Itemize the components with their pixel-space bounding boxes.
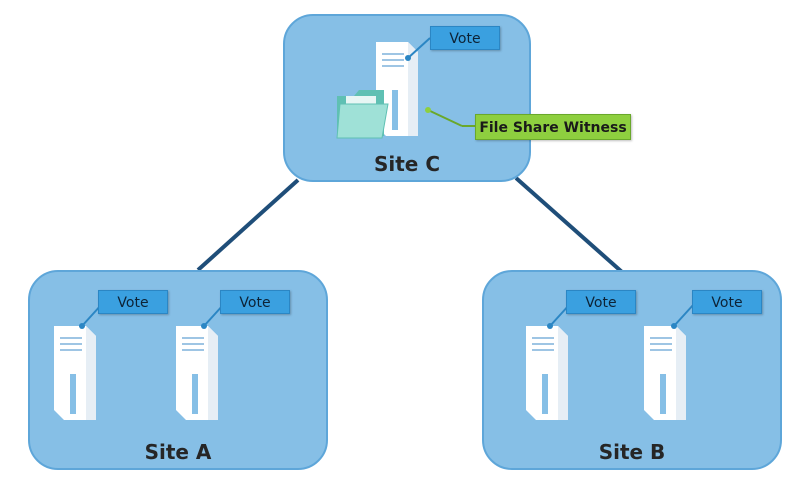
vote-badge-site-b-1: Vote: [566, 290, 636, 314]
server-icon: [644, 326, 686, 420]
vote-badge-site-c: Vote: [430, 26, 500, 50]
server-icon: [54, 326, 96, 420]
vote-badge-site-a-1: Vote: [98, 290, 168, 314]
folder-icon: [336, 90, 389, 139]
link-site-c-to-site-a: [196, 178, 300, 272]
witness-callout: [425, 107, 476, 127]
server-icon: [376, 42, 418, 136]
site-c-label: Site C: [373, 152, 441, 176]
server-icon: [176, 326, 218, 420]
file-share-witness-label: File Share Witness: [475, 114, 631, 140]
link-site-c-to-site-b: [514, 176, 624, 274]
vote-badge-site-a-2: Vote: [220, 290, 290, 314]
vote-callout-site-c: [405, 37, 431, 61]
server-icon: [526, 326, 568, 420]
vote-badge-site-b-2: Vote: [692, 290, 762, 314]
vote-callout-site-b-2: [671, 303, 695, 329]
site-b-label: Site B: [598, 440, 666, 464]
site-a-label: Site A: [144, 440, 212, 464]
